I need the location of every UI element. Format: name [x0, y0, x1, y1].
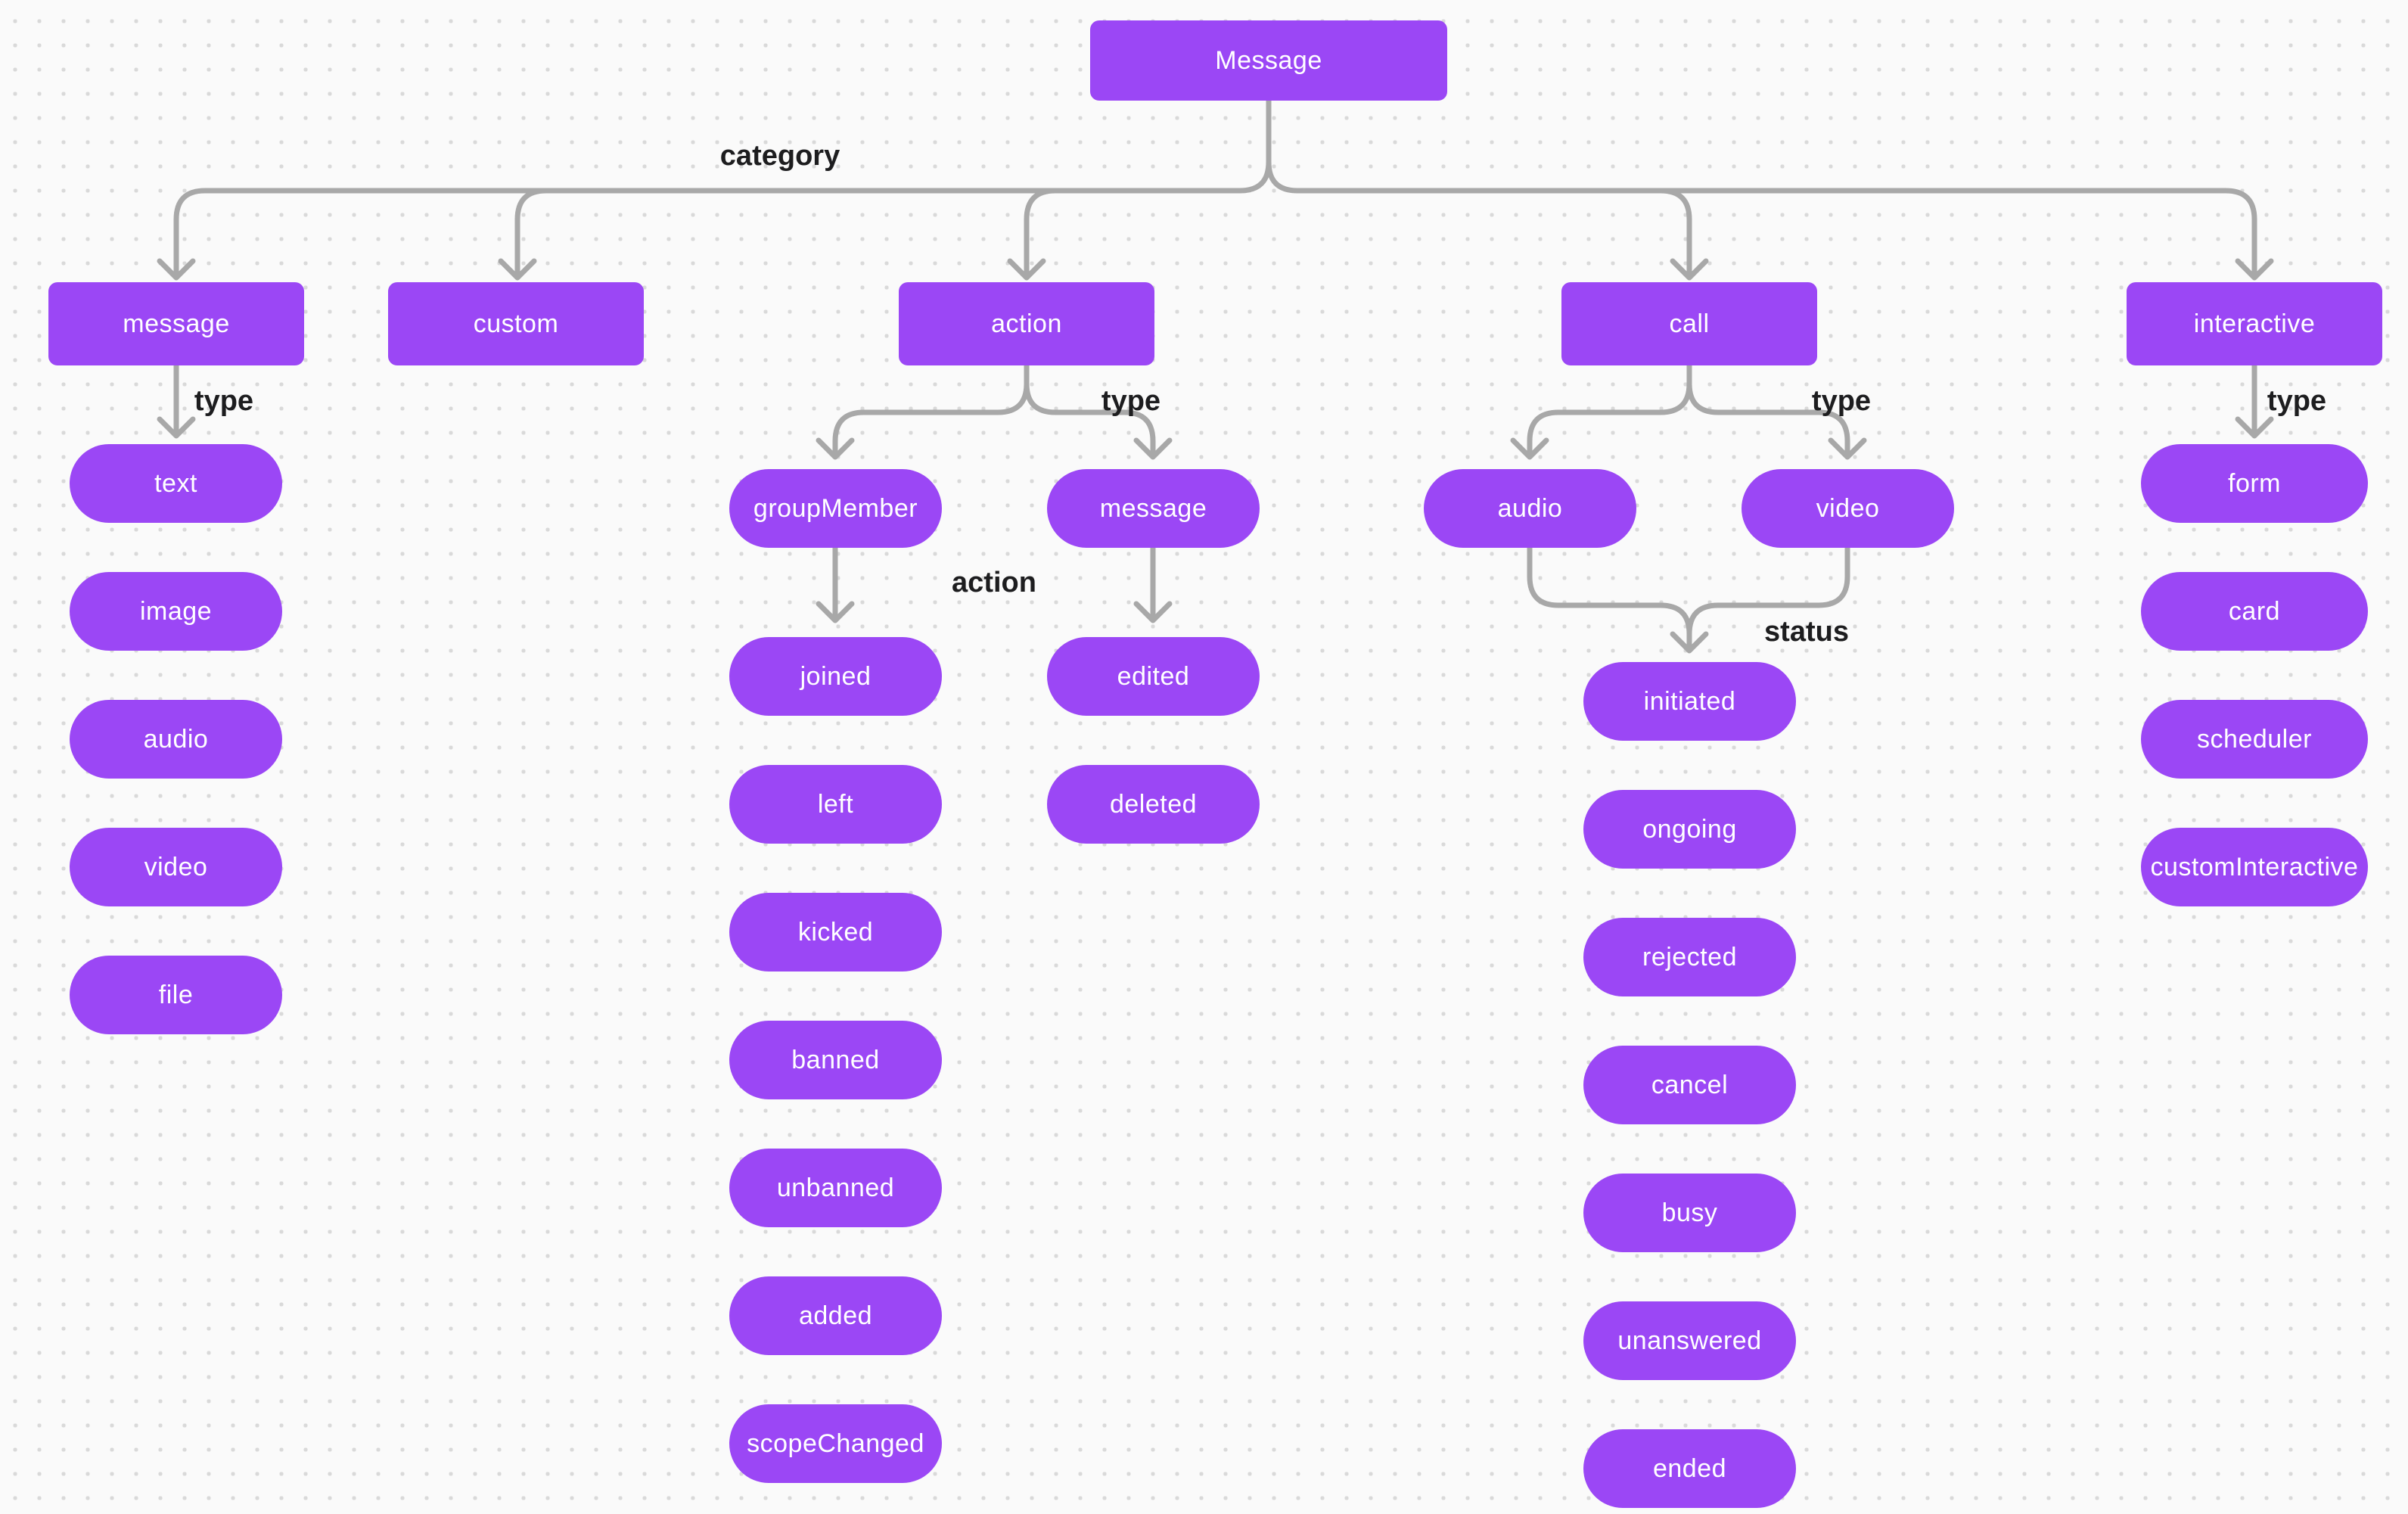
node-file[interactable]: file — [70, 956, 282, 1034]
node-cancel[interactable]: cancel — [1583, 1046, 1796, 1124]
node-custom[interactable]: custom — [388, 282, 644, 365]
node-joined[interactable]: joined — [729, 637, 942, 716]
node-custominteractive[interactable]: customInteractive — [2141, 828, 2368, 906]
edge-interactive-type[interactable] — [2235, 362, 2274, 439]
node-unanswered[interactable]: unanswered — [1583, 1301, 1796, 1380]
node-video[interactable]: video — [70, 828, 282, 906]
node-deleted[interactable]: deleted — [1047, 765, 1260, 844]
node-initiated[interactable]: initiated — [1583, 662, 1796, 741]
node-interactive[interactable]: interactive — [2127, 282, 2382, 365]
edge-call-status-merge[interactable] — [1527, 545, 1850, 654]
edge-message-type[interactable] — [157, 362, 196, 439]
edge-action-type[interactable] — [816, 362, 1173, 460]
node-unbanned[interactable]: unbanned — [729, 1149, 942, 1227]
node-audio[interactable]: audio — [70, 700, 282, 779]
node-form[interactable]: form — [2141, 444, 2368, 523]
edge-label-status[interactable]: status — [1764, 616, 1849, 648]
node-scopechanged[interactable]: scopeChanged — [729, 1404, 942, 1483]
node-message[interactable]: message — [48, 282, 304, 365]
edge-label-type-message[interactable]: type — [194, 385, 254, 417]
node-call-audio[interactable]: audio — [1424, 469, 1636, 548]
node-call[interactable]: call — [1561, 282, 1817, 365]
node-image[interactable]: image — [70, 572, 282, 651]
node-banned[interactable]: banned — [729, 1021, 942, 1099]
node-kicked[interactable]: kicked — [729, 893, 942, 972]
node-left[interactable]: left — [729, 765, 942, 844]
edge-label-type-action[interactable]: type — [1101, 385, 1161, 417]
node-ended[interactable]: ended — [1583, 1429, 1796, 1508]
node-call-video[interactable]: video — [1742, 469, 1954, 548]
node-groupmember[interactable]: groupMember — [729, 469, 942, 548]
edge-label-type-interactive[interactable]: type — [2267, 385, 2327, 417]
node-edited[interactable]: edited — [1047, 637, 1260, 716]
edge-call-type[interactable] — [1510, 362, 1867, 460]
node-ongoing[interactable]: ongoing — [1583, 790, 1796, 869]
edge-root-category[interactable] — [157, 98, 2274, 281]
edge-label-action[interactable]: action — [952, 567, 1036, 598]
node-busy[interactable]: busy — [1583, 1174, 1796, 1252]
node-text[interactable]: text — [70, 444, 282, 523]
edge-label-category[interactable]: category — [719, 140, 840, 172]
edge-label-type-call[interactable]: type — [1811, 385, 1872, 417]
node-action-message[interactable]: message — [1047, 469, 1260, 548]
edge-groupmember-action[interactable] — [816, 545, 855, 623]
node-message-root[interactable]: Message — [1090, 20, 1447, 101]
node-action[interactable]: action — [899, 282, 1154, 365]
edge-actionmessage-action[interactable] — [1133, 545, 1173, 623]
node-card[interactable]: card — [2141, 572, 2368, 651]
node-scheduler[interactable]: scheduler — [2141, 700, 2368, 779]
node-rejected[interactable]: rejected — [1583, 918, 1796, 996]
node-added[interactable]: added — [729, 1276, 942, 1355]
